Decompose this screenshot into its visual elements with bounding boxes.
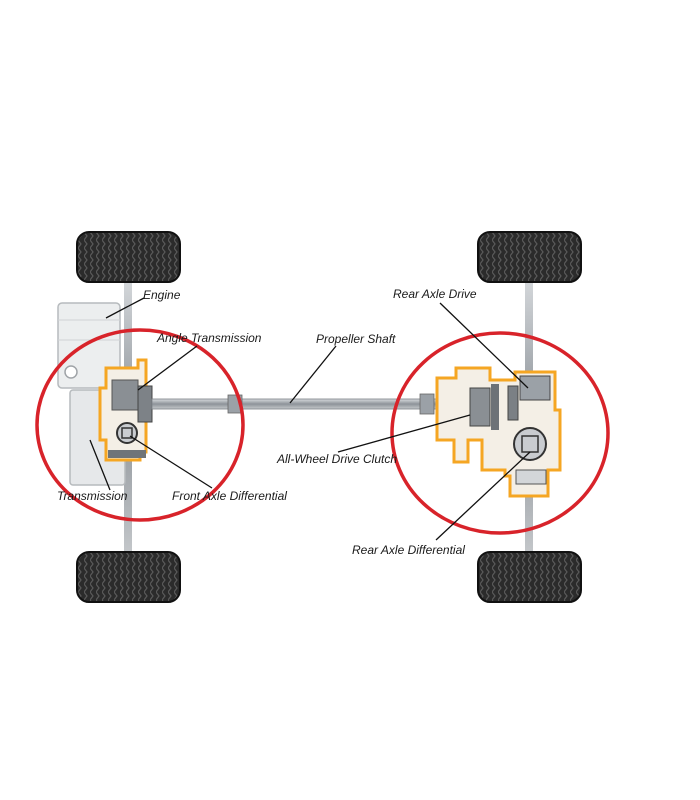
rear-axle-differential-label: Rear Axle Differential (352, 543, 465, 557)
front-axle-differential-label: Front Axle Differential (172, 489, 287, 503)
rear-drive-unit (435, 366, 562, 498)
rear-axle-drive-leader-line (439, 302, 529, 389)
angle-transmission-label: Angle Transmission (156, 331, 262, 345)
rear-axle-drive-label: Rear Axle Drive (393, 287, 477, 301)
front-axle-differential-leader-line (129, 435, 213, 489)
rear-highlight-circle (390, 331, 610, 535)
front-left-tire (76, 231, 181, 283)
engine-label: Engine (143, 288, 181, 302)
transmission-leader-line (89, 439, 111, 491)
front-drive-unit (98, 358, 153, 462)
rear-right-tire (477, 551, 582, 603)
angle-transmission-leader-line (137, 345, 198, 391)
engine-leader-line (105, 297, 145, 319)
propeller-shaft-label: Propeller Shaft (316, 332, 396, 346)
front-highlight-circle (35, 328, 245, 522)
rear-left-tire (477, 231, 582, 283)
transmission-label: Transmission (57, 489, 128, 503)
propeller-shaft-leader-line (289, 345, 337, 404)
rear-axle-differential-leader-line (435, 451, 531, 541)
all-wheel-drive-clutch-label: All-Wheel Drive Clutch (276, 452, 397, 466)
awd-clutch-leader-line (337, 414, 471, 453)
front-right-tire (76, 551, 181, 603)
